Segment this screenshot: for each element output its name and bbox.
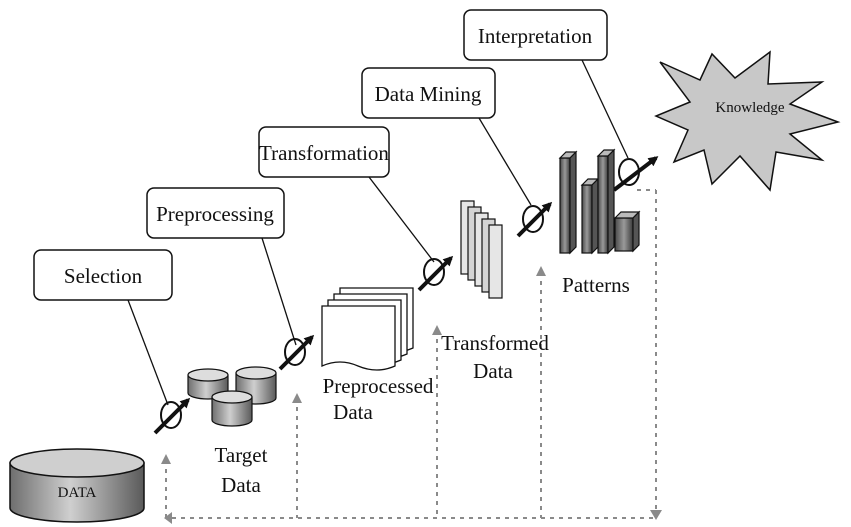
transformed-data-icon <box>460 200 503 299</box>
step-selection-label: Selection <box>64 264 143 288</box>
feedback-loop <box>165 189 657 519</box>
step-transformation-label: Transformation <box>259 141 389 165</box>
target-data-label-line1: Target <box>215 443 268 467</box>
transformed-data-label-line2: Data <box>473 359 513 383</box>
connector-lines <box>127 59 629 406</box>
step-transformation: Transformation <box>258 126 390 178</box>
step-interpretation-label: Interpretation <box>478 24 593 48</box>
transformed-data-label-line1: Transformed <box>441 331 549 355</box>
data-store: DATA <box>9 448 145 523</box>
preprocessed-data-icon <box>321 287 414 371</box>
preprocessed-data-label-line1: Preprocessed <box>323 374 434 398</box>
data-store-label: DATA <box>58 485 97 501</box>
knowledge-burst: Knowledge <box>654 50 841 192</box>
preprocessed-data-label-line2: Data <box>333 400 373 424</box>
step-preprocessing-label: Preprocessing <box>156 202 274 226</box>
transition-marker-3 <box>417 255 454 292</box>
target-data-label-line2: Data <box>221 473 261 497</box>
transition-marker-2 <box>278 334 315 371</box>
transition-marker-4 <box>516 201 553 238</box>
step-data-mining: Data Mining <box>361 67 496 119</box>
patterns-icon <box>558 148 641 255</box>
step-data-mining-label: Data Mining <box>375 82 482 106</box>
step-interpretation: Interpretation <box>463 9 608 61</box>
step-selection: Selection <box>33 249 173 301</box>
transition-marker-1 <box>153 397 191 435</box>
step-preprocessing: Preprocessing <box>146 187 285 239</box>
patterns-label: Patterns <box>562 273 630 297</box>
target-data-icon <box>187 366 277 427</box>
feedback-arrowheads <box>161 266 662 524</box>
knowledge-label: Knowledge <box>715 100 784 116</box>
transition-marker-5 <box>612 156 659 192</box>
